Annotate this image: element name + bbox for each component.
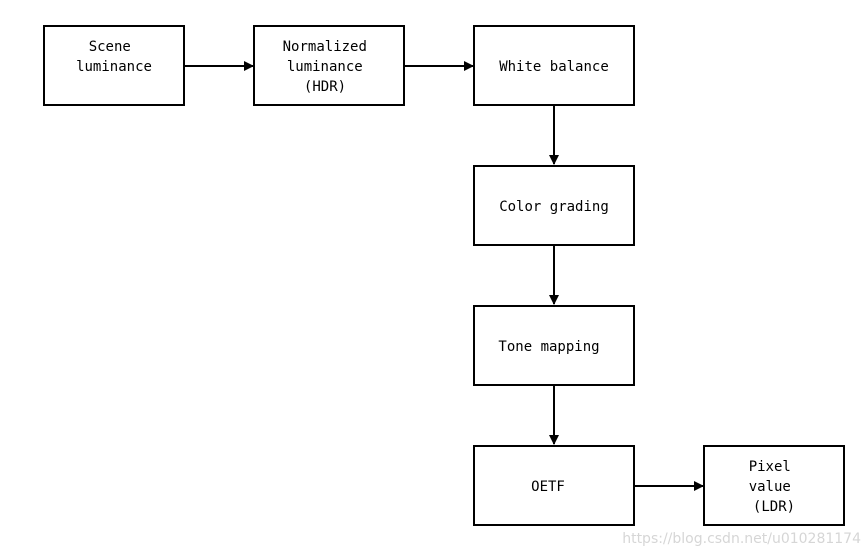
node-box [703, 445, 845, 526]
node-oetf: OETF [473, 445, 635, 526]
svg-text:Color grading: Color grading [499, 199, 609, 215]
node-label-line: (HDR) [304, 79, 346, 95]
svg-text:Normalized luminance: Normalized luminance (HDR) [283, 39, 376, 95]
node-label-line: Scene [89, 39, 131, 55]
node-label-line: value [749, 479, 791, 495]
node-scene-luminance: Scene luminance [43, 25, 185, 106]
node-box [473, 305, 635, 386]
node-box [253, 25, 405, 106]
node-label-line: Pixel [749, 459, 791, 475]
node-white-balance: White balance [473, 25, 635, 106]
svg-text:Tone mapping: Tone mapping [498, 339, 599, 355]
node-label-line: Normalized [283, 39, 367, 55]
node-normalized-luminance: Normalized luminance (HDR) [253, 25, 405, 106]
node-label-line: OETF [531, 479, 565, 495]
svg-text:OETF: OETF [531, 479, 565, 495]
node-label-line: White balance [499, 59, 609, 75]
node-box [43, 25, 185, 106]
edges [185, 61, 704, 491]
svg-text:Scene luminance: Scene luminance [76, 39, 152, 75]
node-color-grading: Color grading [473, 165, 635, 246]
node-box [473, 445, 635, 526]
svg-text:White balance: White balance [499, 59, 609, 75]
node-label-line: luminance [76, 59, 152, 75]
watermark-text: https://blog.csdn.net/u010281174 [622, 531, 861, 547]
node-label-line: Color grading [499, 199, 609, 215]
node-box [473, 165, 635, 246]
node-label-line: Tone mapping [498, 339, 599, 355]
node-label-line: luminance [287, 59, 363, 75]
node-box [473, 25, 635, 106]
node-tone-mapping: Tone mapping [473, 305, 635, 386]
node-label-line: (LDR) [753, 499, 795, 515]
svg-text:Pixel value (LDR): Pixel value (LDR) [749, 459, 800, 515]
node-pixel-value: Pixel value (LDR) [703, 445, 845, 526]
